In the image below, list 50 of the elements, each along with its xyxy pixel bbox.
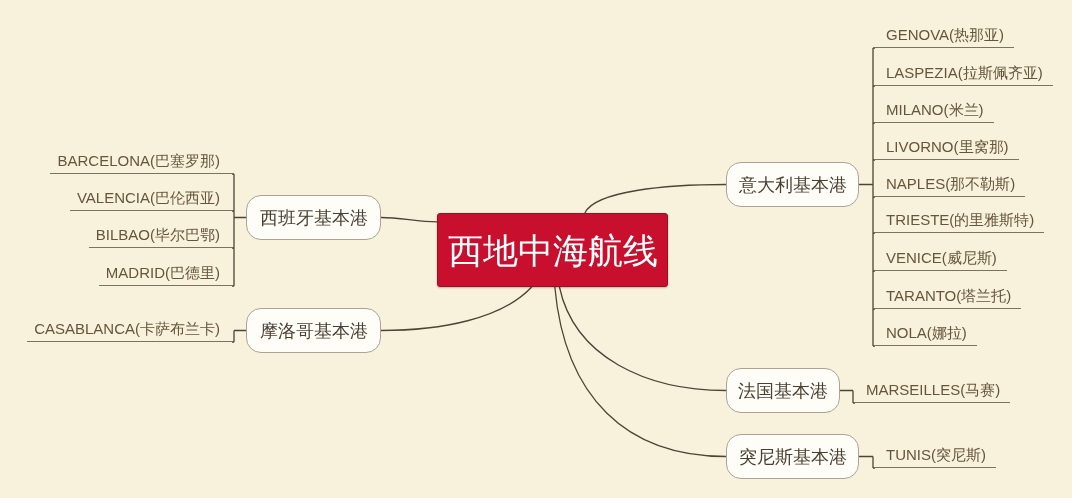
node-text: 摩洛哥基本港 xyxy=(259,321,368,340)
node-text: MARSEILLES(马赛) xyxy=(866,380,1001,400)
node-text: NOLA(娜拉) xyxy=(886,323,967,343)
topic-box xyxy=(726,434,859,479)
node-text: TARANTO(塔兰托) xyxy=(886,286,1012,306)
node-text: 法国基本港 xyxy=(738,381,828,400)
underlined-port-label xyxy=(875,99,994,123)
underlined-port-label xyxy=(875,136,1019,160)
node-text: 意大利基本港 xyxy=(738,175,847,194)
node-text: 西地中海航线 xyxy=(447,232,658,268)
connector-line xyxy=(380,286,533,332)
topic-box xyxy=(246,308,381,353)
node-text: BARCELONA(巴塞罗那) xyxy=(57,151,220,171)
underlined-port-label xyxy=(875,285,1022,309)
connector-line xyxy=(231,173,247,287)
underlined-port-label xyxy=(27,318,232,342)
connector-line xyxy=(380,216,438,223)
node-text: NAPLES(那不勒斯) xyxy=(886,174,1016,194)
node-text: MILANO(米兰) xyxy=(886,100,984,120)
node-text: BILBAO(毕尔巴鄂) xyxy=(95,225,220,245)
underlined-port-label xyxy=(875,444,996,468)
connector-line xyxy=(584,183,727,214)
connector-line xyxy=(858,455,876,469)
connector-line xyxy=(858,47,876,347)
topic-box xyxy=(726,368,840,413)
connector-line xyxy=(231,329,247,343)
node-text: 西班牙基本港 xyxy=(259,208,368,227)
connector-line xyxy=(554,286,727,458)
node-text: VENICE(威尼斯) xyxy=(886,248,997,268)
underlined-port-label xyxy=(875,62,1053,86)
node-text: MADRID(巴德里) xyxy=(105,263,220,283)
node-text: LIVORNO(里窝那) xyxy=(886,137,1009,157)
topic-box xyxy=(246,195,381,240)
node-text: 突尼斯基本港 xyxy=(738,447,847,466)
underlined-port-label xyxy=(875,209,1045,233)
underlined-port-label xyxy=(88,224,232,248)
connector-line xyxy=(839,389,856,404)
node-text: TUNIS(突尼斯) xyxy=(886,445,986,465)
node-text: LASPEZIA(拉斯佩齐亚) xyxy=(886,63,1043,83)
topic-box xyxy=(726,162,859,207)
node-text: CASABLANCA(卡萨布兰卡) xyxy=(34,319,220,339)
underlined-port-label xyxy=(50,150,232,174)
underlined-port-label xyxy=(875,247,1007,271)
node-text: GENOVA(热那亚) xyxy=(886,25,1005,45)
underlined-port-label xyxy=(855,379,1011,403)
connector-line xyxy=(558,286,727,392)
underlined-port-label xyxy=(875,173,1026,197)
node-text: VALENCIA(巴伦西亚) xyxy=(76,188,220,208)
node-text: TRIESTE(的里雅斯特) xyxy=(886,210,1035,230)
central-topic-box xyxy=(437,213,668,287)
